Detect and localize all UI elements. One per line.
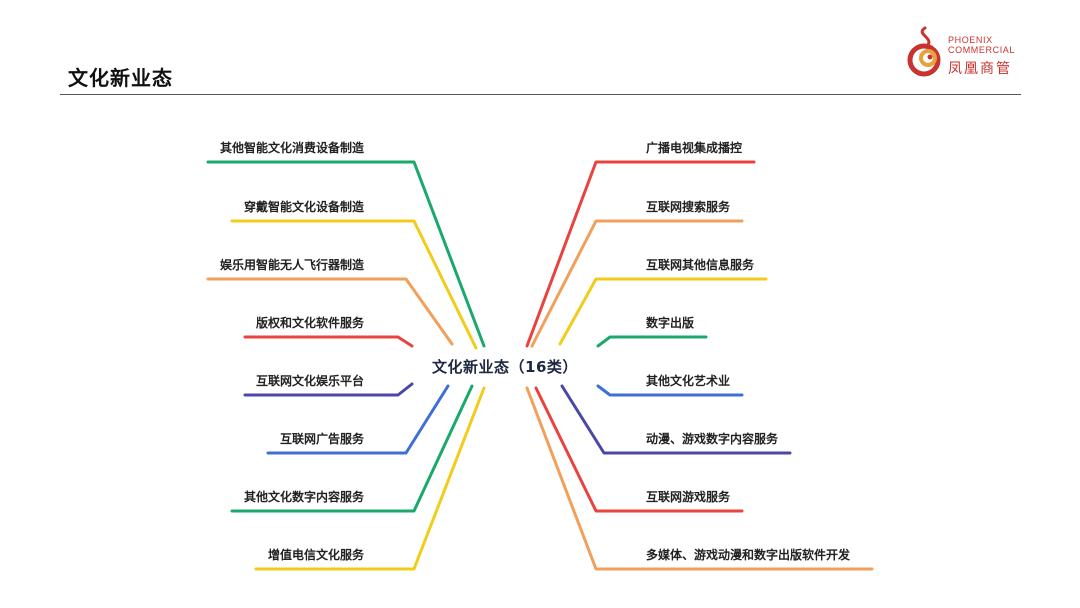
right-branch-label-4: 数字出版 xyxy=(646,316,695,330)
left-branch-label-6: 互联网广告服务 xyxy=(279,432,364,446)
left-branch-label-5: 互联网文化娱乐平台 xyxy=(255,374,364,388)
left-branch-line-3 xyxy=(206,277,454,346)
logo: PHOENIX COMMERCIAL 凤凰商管 xyxy=(905,24,1030,84)
right-branch-label-8: 多媒体、游戏动漫和数字出版软件开发 xyxy=(646,548,851,562)
right-branch-line-7 xyxy=(534,386,744,513)
right-branch-line-6 xyxy=(560,384,792,455)
left-branch-line-1 xyxy=(206,160,486,348)
logo-english-text: PHOENIX COMMERCIAL xyxy=(948,35,1015,55)
left-branch-line-8 xyxy=(254,386,486,571)
right-branch-label-1: 广播电视集成播控 xyxy=(646,141,743,155)
title-divider xyxy=(60,94,1021,95)
right-branch-line-3 xyxy=(558,277,768,346)
right-branch-line-2 xyxy=(530,219,744,348)
right-branch-label-6: 动漫、游戏数字内容服务 xyxy=(646,432,779,446)
right-branch-label-5: 其他文化艺术业 xyxy=(646,374,731,388)
left-branch-label-7: 其他文化数字内容服务 xyxy=(243,490,364,504)
right-branch-label-7: 互联网游戏服务 xyxy=(646,490,731,504)
left-branch-label-8: 增值电信文化服务 xyxy=(267,548,364,562)
phoenix-logo-icon xyxy=(907,26,941,77)
left-branch-line-7 xyxy=(230,384,474,513)
left-branch-line-6 xyxy=(266,384,450,455)
left-branch-label-2: 穿戴智能文化设备制造 xyxy=(243,200,364,214)
left-branch-line-4 xyxy=(243,335,414,348)
left-branch-label-3: 娱乐用智能无人飞行器制造 xyxy=(219,258,364,272)
right-branch-line-5 xyxy=(596,384,744,397)
logo-chinese-text: 凤凰商管 xyxy=(948,61,1012,77)
left-branch-label-1: 其他智能文化消费设备制造 xyxy=(219,141,364,155)
left-branch-line-5 xyxy=(243,382,414,397)
mindmap-center-label: 文化新业态（16类） xyxy=(432,358,578,376)
right-branch-line-1 xyxy=(525,160,756,348)
right-branch-line-8 xyxy=(525,386,874,571)
right-branch-label-3: 互联网其他信息服务 xyxy=(646,258,755,272)
page-title: 文化新业态 xyxy=(68,66,173,90)
right-branch-label-2: 互联网搜索服务 xyxy=(646,200,731,214)
left-branch-line-2 xyxy=(230,219,478,350)
logo-line1: PHOENIX xyxy=(948,35,993,45)
right-branch-line-4 xyxy=(596,335,708,348)
logo-line2: COMMERCIAL xyxy=(948,45,1016,55)
left-branch-label-4: 版权和文化软件服务 xyxy=(255,316,364,330)
